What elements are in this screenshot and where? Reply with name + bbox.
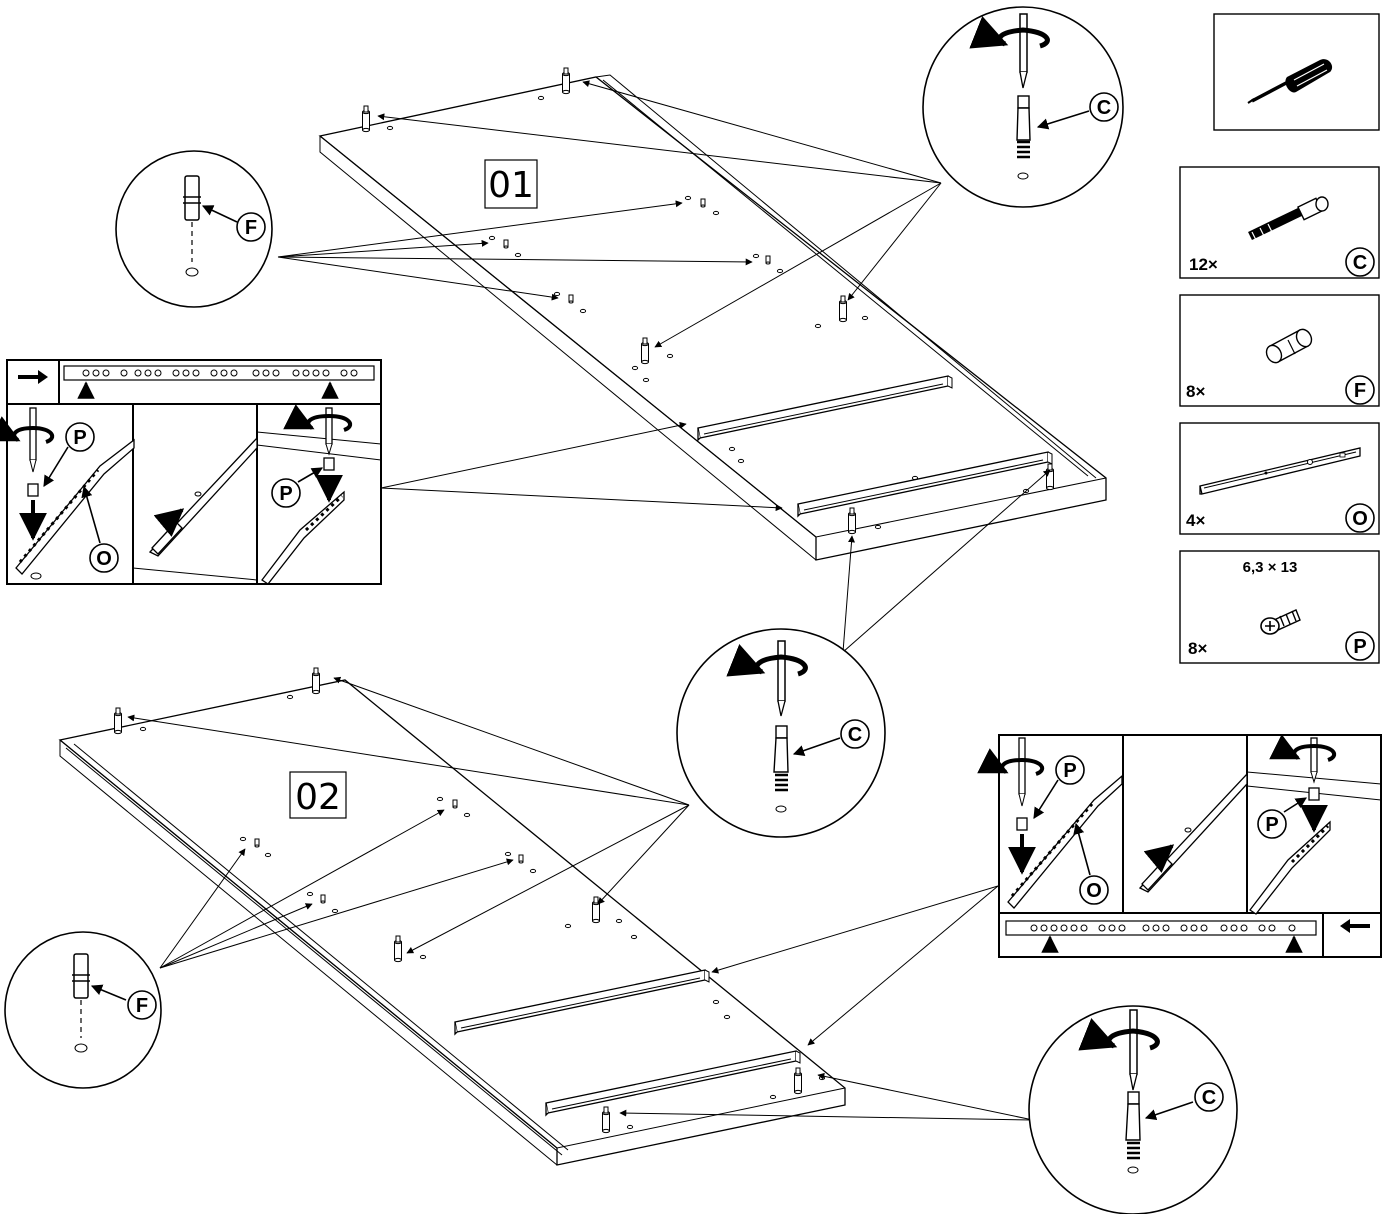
- svg-text:C: C: [1202, 1087, 1216, 1109]
- runner-detail-right: P O P: [977, 734, 1382, 958]
- svg-text:O: O: [96, 548, 112, 570]
- cam-socket: [452, 799, 458, 809]
- dowel-pin: [848, 507, 856, 535]
- dowel-pin: [394, 935, 402, 963]
- panel-02-number-box: [289, 771, 347, 819]
- part-screw: 6,3 × 13 8× P: [1179, 550, 1380, 664]
- rotate-arrow-icon: [969, 16, 1050, 49]
- part-runner: 4× O: [1179, 422, 1380, 535]
- cam-socket: [765, 255, 771, 265]
- part-screwdriver: [1213, 13, 1380, 131]
- dowel-pin: [114, 707, 122, 735]
- runner-icon: [1199, 447, 1361, 495]
- cam-bolt-qty: 12×: [1189, 255, 1218, 274]
- dowel-pin: [312, 667, 320, 695]
- screwdriver-icon: [1247, 59, 1333, 104]
- cam-socket: [503, 239, 509, 249]
- cam-socket: [254, 838, 260, 848]
- screw-qty: 8×: [1188, 639, 1207, 658]
- cam-socket: [518, 854, 524, 864]
- rotate-arrow-icon: [1078, 1018, 1160, 1051]
- parts-legend: 12× C 8× F: [1179, 13, 1380, 664]
- cam-bolt-letter: C: [1353, 252, 1367, 274]
- dowel-pin: [602, 1106, 610, 1134]
- dowel-qty: 8×: [1186, 382, 1205, 401]
- rotate-arrow-icon: [726, 644, 808, 677]
- dowel-pin: [562, 67, 570, 95]
- cam-socket: [700, 198, 706, 208]
- dowel-letter: F: [1354, 380, 1366, 402]
- dowel-pin: [641, 337, 649, 365]
- leader-lines: [127, 80, 1051, 1121]
- screw-icon: [1260, 609, 1301, 635]
- screw-letter: P: [1353, 636, 1366, 658]
- svg-text:F: F: [136, 995, 148, 1017]
- svg-text:C: C: [848, 724, 862, 746]
- cam-socket: [320, 894, 326, 904]
- runner-detail-left: P O P: [0, 359, 382, 585]
- svg-text:P: P: [73, 427, 86, 449]
- dowel-pin: [362, 105, 370, 133]
- cam-detail-top: C: [922, 6, 1124, 208]
- cam-socket: [568, 294, 574, 304]
- part-cam-bolt: 12× C: [1179, 166, 1380, 279]
- direction-arrow-icon: [1340, 919, 1370, 933]
- cam-bolt-icon: [1248, 196, 1329, 245]
- cam-detail-middle: C: [676, 628, 886, 838]
- dowel-detail-bottom: F: [4, 931, 162, 1089]
- svg-text:F: F: [245, 217, 257, 239]
- cam-detail-bottom: C: [1028, 1005, 1238, 1214]
- svg-text:O: O: [1086, 880, 1102, 902]
- dowel-pin: [1046, 463, 1054, 491]
- dowel-pin: [839, 295, 847, 323]
- panel-02-label: 02: [295, 777, 341, 818]
- dowel-detail-top: F: [115, 150, 273, 308]
- panel-01: 01: [318, 67, 1107, 561]
- part-dowel: 8× F: [1179, 294, 1380, 407]
- svg-text:P: P: [279, 483, 292, 505]
- direction-arrow-icon: [18, 370, 48, 384]
- svg-text:P: P: [1265, 814, 1278, 836]
- runner-qty: 4×: [1186, 511, 1205, 530]
- screw-size: 6,3 × 13: [1243, 559, 1298, 576]
- dowel-icon: [1265, 328, 1313, 364]
- svg-text:C: C: [1097, 97, 1111, 119]
- runner-letter: O: [1352, 508, 1368, 530]
- svg-text:P: P: [1063, 760, 1076, 782]
- dowel-pin: [794, 1067, 802, 1095]
- dowel-pin: [592, 896, 600, 924]
- panel-01-number-box: [484, 159, 538, 209]
- panel-01-label: 01: [488, 165, 534, 206]
